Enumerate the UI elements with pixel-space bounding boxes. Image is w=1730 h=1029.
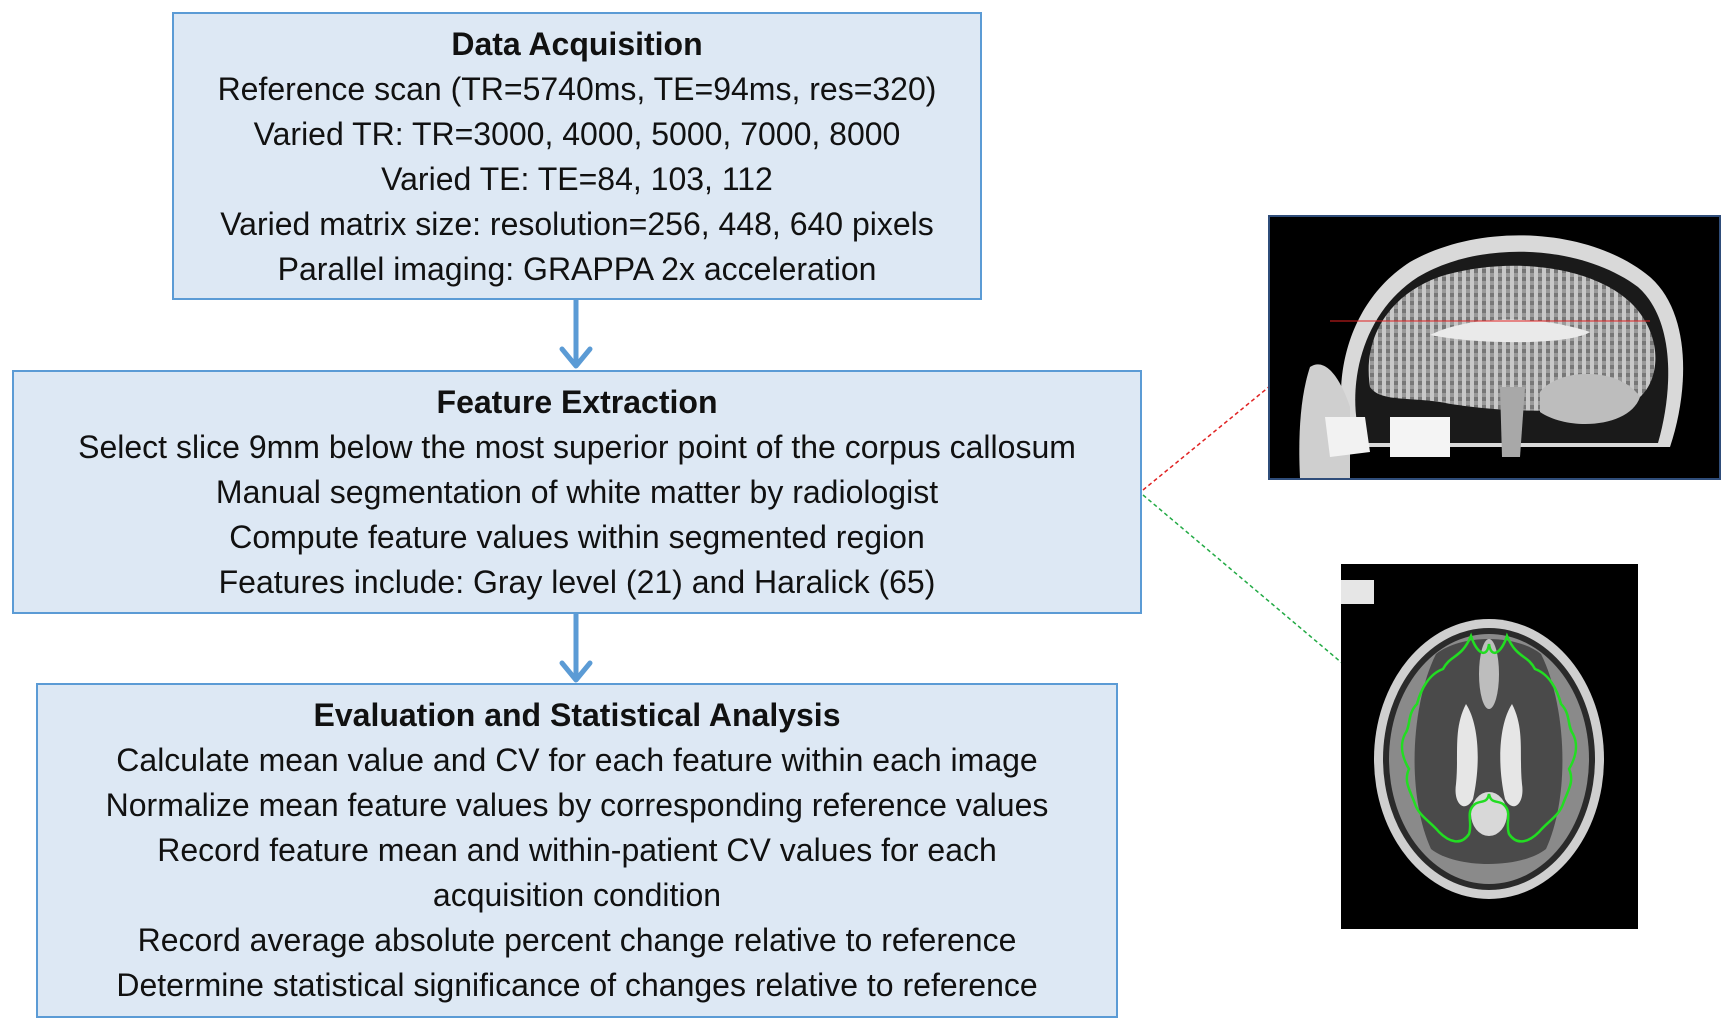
evaluation-line: Calculate mean value and CV for each fea… [116, 742, 1038, 778]
arrow-feature-to-evaluation [559, 614, 593, 683]
arrow-acquisition-to-feature [559, 300, 593, 369]
feature-extraction-box: Feature Extraction Select slice 9mm belo… [12, 370, 1142, 614]
evaluation-box: Evaluation and Statistical Analysis Calc… [36, 683, 1118, 1018]
evaluation-title: Evaluation and Statistical Analysis [313, 697, 841, 733]
feature-extraction-line: Compute feature values within segmented … [229, 519, 925, 555]
acquisition-line: Varied TR: TR=3000, 4000, 5000, 7000, 80… [253, 116, 901, 152]
evaluation-line: Determine statistical significance of ch… [116, 967, 1038, 1003]
evaluation-line: Normalize mean feature values by corresp… [105, 787, 1049, 823]
feature-extraction-line: Manual segmentation of white matter by r… [215, 474, 939, 510]
feature-extraction-line: Select slice 9mm below the most superior… [78, 429, 1076, 465]
acquisition-line: Varied matrix size: resolution=256, 448,… [220, 206, 934, 242]
acquisition-line: Varied TE: TE=84, 103, 112 [381, 161, 773, 197]
acquisition-line: Parallel imaging: GRAPPA 2x acceleration [277, 251, 877, 287]
evaluation-line: Record average absolute percent change r… [137, 922, 1017, 958]
feature-extraction-line: Features include: Gray level (21) and Ha… [218, 564, 936, 600]
evaluation-line: Record feature mean and within-patient C… [157, 832, 997, 913]
axial-mri-image [1341, 564, 1638, 929]
sagittal-mri-image [1268, 215, 1721, 480]
feature-extraction-title: Feature Extraction [436, 384, 718, 420]
data-acquisition-title: Data Acquisition [451, 26, 703, 62]
data-acquisition-box: Data Acquisition Reference scan (TR=5740… [172, 12, 982, 300]
acquisition-line: Reference scan (TR=5740ms, TE=94ms, res=… [217, 71, 937, 107]
